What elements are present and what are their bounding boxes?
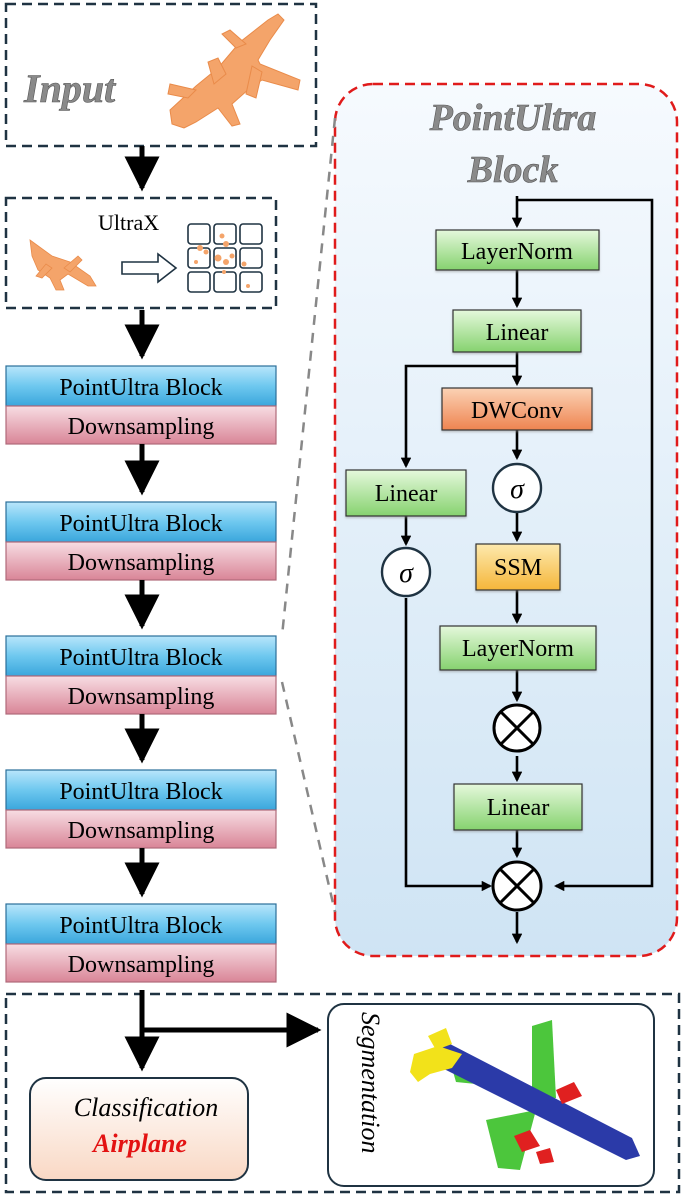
zoom-line-top [280,117,337,637]
segmented-airplane-image [410,1020,640,1170]
zoom-line-bottom [280,681,337,913]
pointultra-block-label: PointUltra Block [59,913,222,939]
detail-title-line1: PointUltra [429,97,597,139]
ultrax-label: UltraX [98,210,159,235]
voxel-grid-image [187,223,263,293]
pointultra-detail-panel: PointUltra Block [333,82,679,958]
classification-box: Classification Airplane [29,1077,249,1181]
voxel-points [194,233,250,288]
linear-bottom-label: Linear [487,795,550,821]
linear-left-label: Linear [375,481,438,507]
linear-top-label: Linear [486,320,549,346]
sigma-left-node: σ [380,546,432,598]
layernorm-bottom-box: LayerNorm [439,625,597,671]
segmentation-box: Segmentation [327,1003,655,1187]
input-panel: Input [4,2,318,148]
pointultra-block-label: PointUltra Block [59,375,222,401]
pointultra-block-box [5,501,277,543]
dwconv-label: DWConv [471,398,563,424]
sigma-right-label: σ [510,474,525,505]
pointultra-block-box [5,903,277,945]
input-label: Input [23,66,117,111]
downsampling-label: Downsampling [68,414,215,440]
downsampling-box [5,809,277,849]
otimes-middle-node [492,703,542,753]
downsampling-label: Downsampling [68,684,215,710]
dwconv-box: DWConv [441,387,593,431]
downsampling-label: Downsampling [68,818,215,844]
detail-connectors [400,196,654,945]
pointultra-block-box [5,635,277,677]
airplane-point-cloud-image [167,13,301,129]
sigma-left-label: σ [399,558,414,589]
pointultra-block-label: PointUltra Block [59,645,222,671]
linear-left-box: Linear [345,469,467,517]
pointultra-block-box [5,365,277,407]
linear-bottom-box: Linear [453,783,583,831]
segmentation-label: Segmentation [356,1012,385,1154]
transform-arrow-icon [121,252,178,284]
layernorm-top-box: LayerNorm [435,229,600,271]
classification-label: Classification [74,1093,218,1122]
detail-boxes: LayerNorm Linear DWConv σ SSM LayerNorm [345,229,600,912]
downsampling-label: Downsampling [68,952,215,978]
pointultra-block-box [5,769,277,811]
output-panel: Classification Airplane Segmentation [4,990,681,1194]
classification-result: Airplane [91,1129,187,1158]
layernorm-top-label: LayerNorm [461,239,573,265]
downsampling-box [5,541,277,581]
ssm-box: SSM [475,543,561,591]
pointultra-block-label: PointUltra Block [59,779,222,805]
ultrax-panel: UltraX [4,196,278,310]
detail-title-line2: Block [467,149,559,191]
downsampling-box [5,943,277,983]
small-airplane-image [29,239,97,291]
otimes-bottom-node [491,860,543,912]
ssm-label: SSM [494,555,542,581]
linear-top-box: Linear [452,309,582,353]
downsampling-label: Downsampling [68,550,215,576]
pointultra-block-label: PointUltra Block [59,511,222,537]
layernorm-bottom-label: LayerNorm [462,636,574,662]
sigma-right-node: σ [491,462,543,514]
